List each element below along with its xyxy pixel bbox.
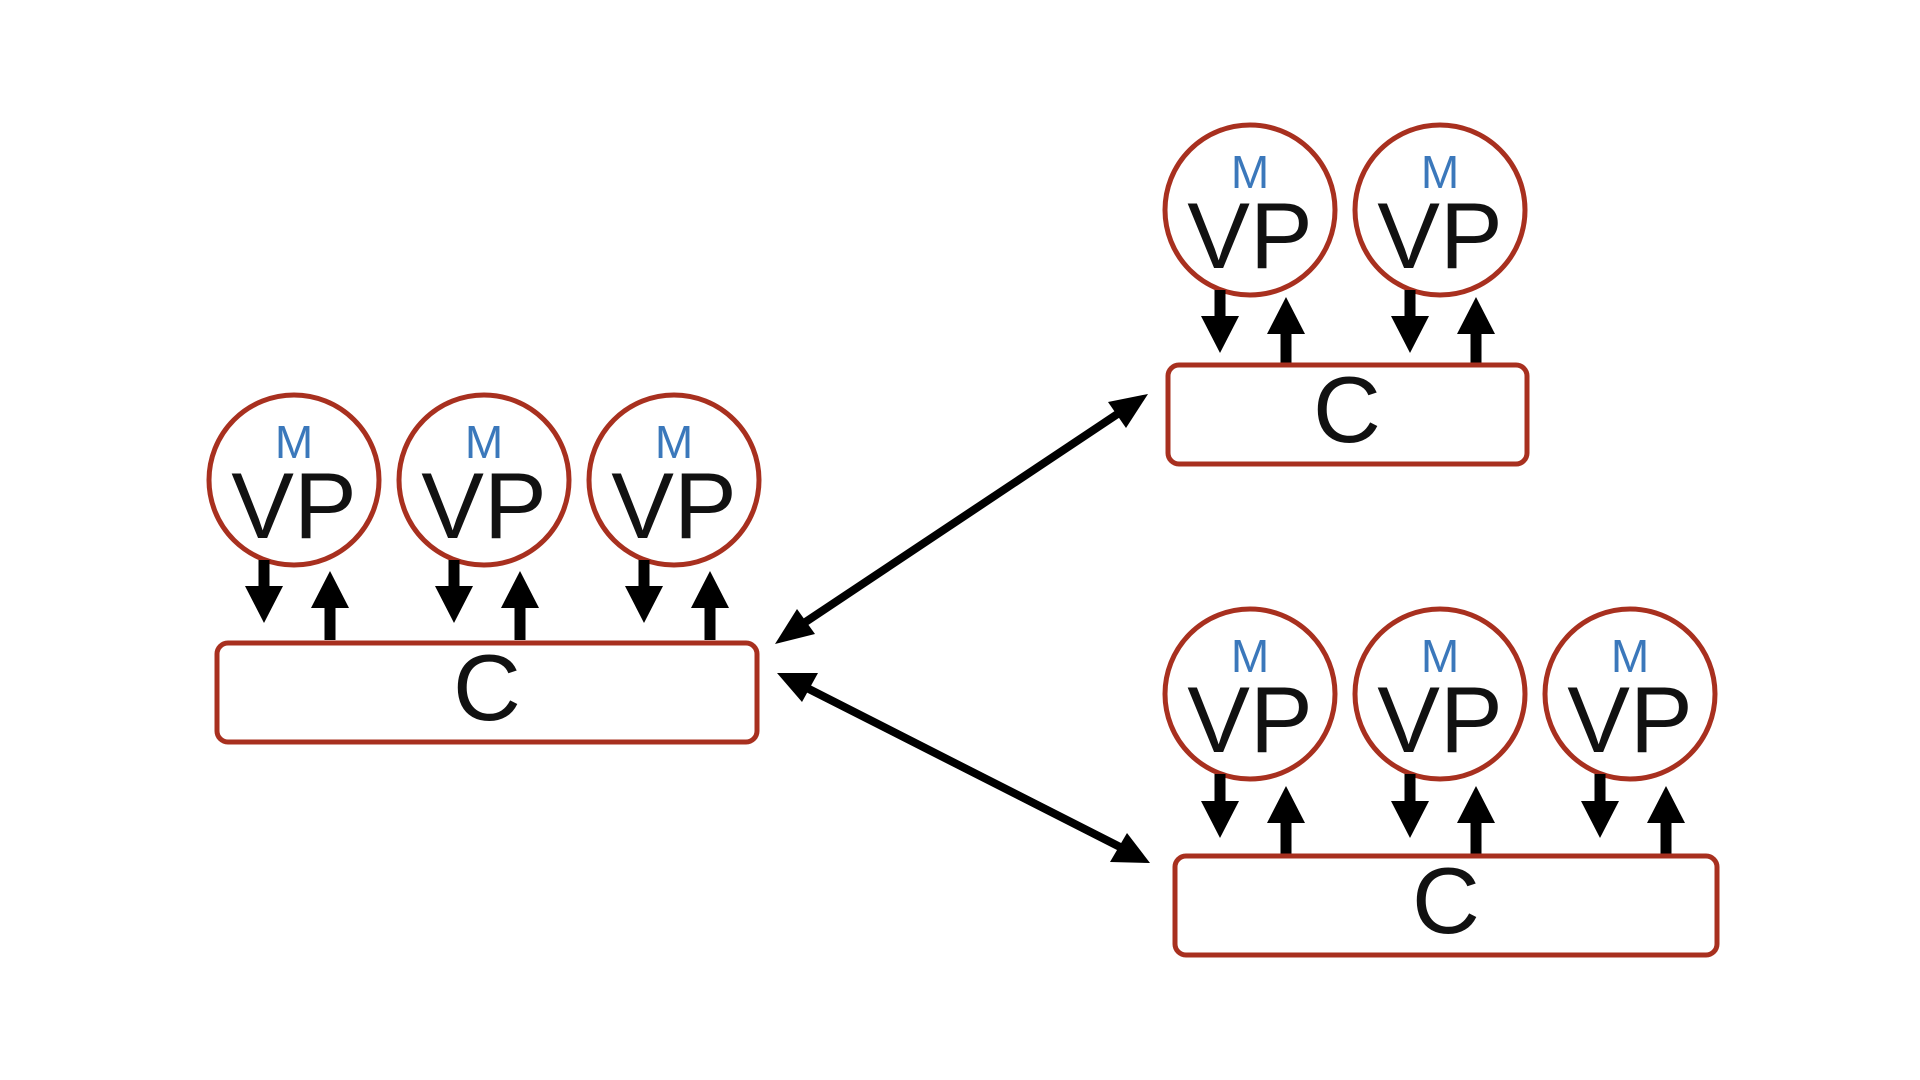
node-circle — [206, 392, 382, 568]
node-left-3: M VP — [586, 392, 762, 568]
controller-box — [1172, 853, 1720, 958]
down-arrow-head — [1391, 801, 1429, 838]
node-circle — [1162, 606, 1338, 782]
controller-top-right: C — [1165, 357, 1530, 467]
node-m-label: M — [1421, 630, 1459, 682]
node-circle — [1162, 122, 1338, 298]
down-arrow-head — [435, 586, 473, 623]
node-left-2: M VP — [396, 392, 572, 568]
up-arrow-head — [311, 571, 349, 608]
node-vp-label: VP — [611, 453, 736, 558]
node-links-left — [245, 560, 729, 640]
node-vp-label: VP — [1377, 667, 1502, 772]
up-arrow-head — [1457, 786, 1495, 823]
down-arrow-head — [1201, 316, 1239, 353]
node-links-top-right — [1201, 290, 1495, 365]
node-vp-label: VP — [1187, 667, 1312, 772]
node-vp-label: VP — [1187, 183, 1312, 288]
up-arrow-head — [1267, 297, 1305, 334]
link-line — [798, 407, 1125, 629]
node-vp-label: VP — [1567, 667, 1692, 772]
controller-label: C — [453, 635, 521, 740]
node-links-bottom-right — [1201, 774, 1685, 855]
down-arrow-head — [625, 586, 663, 623]
node-m-label: M — [465, 416, 503, 468]
controller-left: C — [214, 635, 760, 745]
node-vp-label: VP — [1377, 183, 1502, 288]
link-arrow-head-right — [1108, 394, 1148, 428]
up-arrow-head — [691, 571, 729, 608]
node-bottom-right-2: M VP — [1352, 606, 1528, 782]
down-arrow-head — [1391, 316, 1429, 353]
node-left-1: M VP — [206, 392, 382, 568]
group-bottom-right: M VP M VP M VP — [1162, 606, 1720, 958]
node-circle — [1352, 122, 1528, 298]
node-m-label: M — [275, 416, 313, 468]
up-arrow-head — [1647, 786, 1685, 823]
down-arrow-head — [245, 586, 283, 623]
controller-label: C — [1313, 357, 1381, 462]
group-top-right: M VP M VP C — [1162, 122, 1530, 467]
node-circle — [586, 392, 762, 568]
node-bottom-right-1: M VP — [1162, 606, 1338, 782]
down-arrow-head — [1581, 801, 1619, 838]
node-m-label: M — [1421, 146, 1459, 198]
controller-bottom-right: C — [1172, 848, 1720, 958]
node-m-label: M — [655, 416, 693, 468]
node-circle — [396, 392, 572, 568]
link-arrow-head-left — [775, 609, 815, 644]
controller-box — [1165, 362, 1530, 467]
node-circle — [1542, 606, 1718, 782]
node-top-right-2: M VP — [1352, 122, 1528, 298]
up-arrow-head — [1267, 786, 1305, 823]
link-left-bottom-right — [777, 673, 1150, 863]
link-arrow-head-right — [1110, 833, 1150, 863]
node-top-right-1: M VP — [1162, 122, 1338, 298]
down-arrow-head — [1201, 801, 1239, 838]
controller-box — [214, 640, 760, 745]
link-line — [803, 683, 1124, 852]
up-arrow-head — [501, 571, 539, 608]
up-arrow-head — [1457, 297, 1495, 334]
node-m-label: M — [1231, 146, 1269, 198]
node-bottom-right-3: M VP — [1542, 606, 1718, 782]
group-left: M VP M VP M VP — [206, 392, 762, 745]
controller-label: C — [1412, 848, 1480, 953]
link-arrow-head-left — [777, 673, 818, 702]
node-m-label: M — [1231, 630, 1269, 682]
node-vp-label: VP — [421, 453, 546, 558]
node-m-label: M — [1611, 630, 1649, 682]
node-vp-label: VP — [231, 453, 356, 558]
link-left-top-right — [775, 394, 1148, 644]
node-circle — [1352, 606, 1528, 782]
